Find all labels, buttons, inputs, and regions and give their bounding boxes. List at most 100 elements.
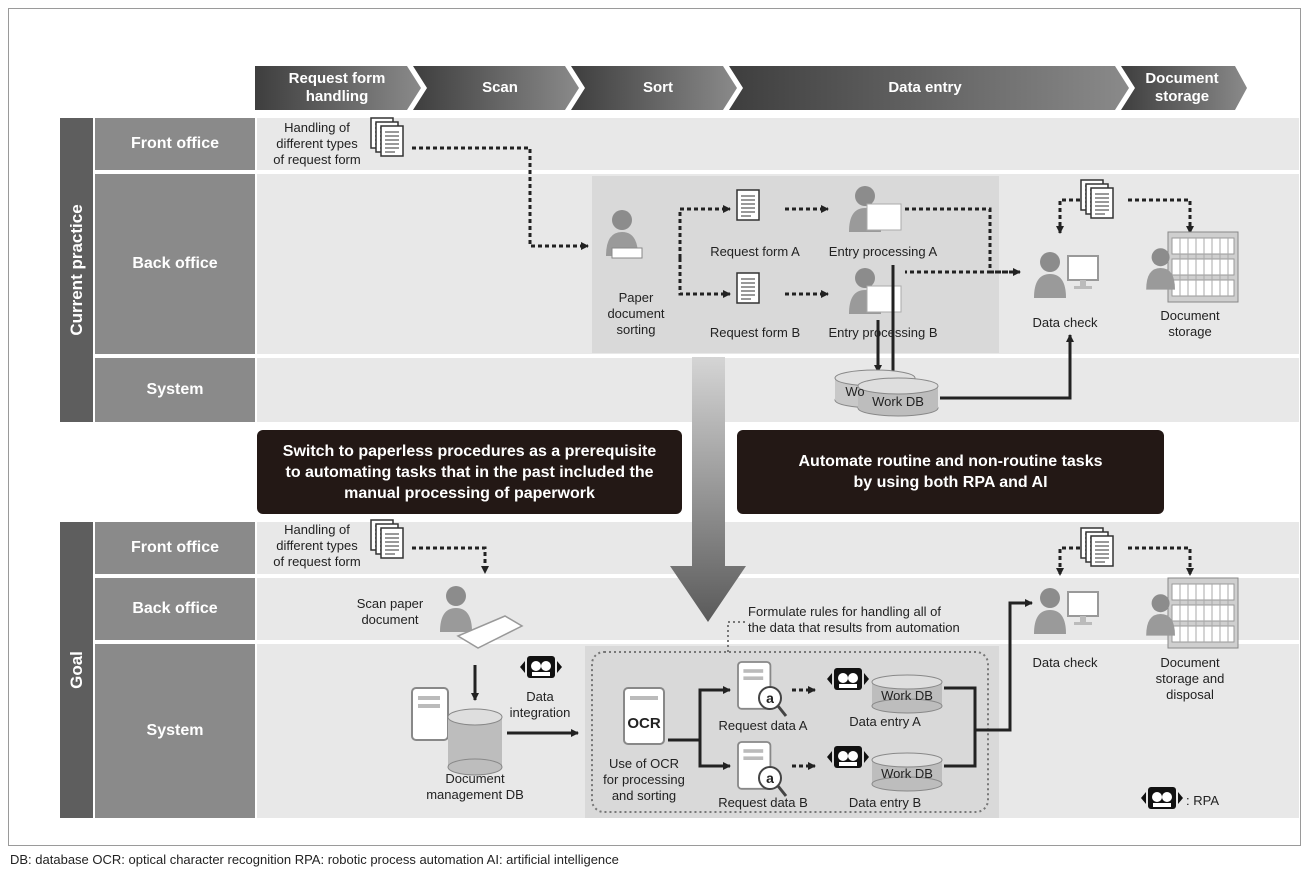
phase-sort: Sort <box>643 79 673 96</box>
rules-callout-line <box>727 621 745 652</box>
flow-goal-docs-to-storage <box>1128 546 1194 576</box>
scan-person-icon <box>440 586 472 632</box>
lane-system-current <box>257 358 1299 422</box>
goal-work-db-b-label: Work DB <box>881 766 933 781</box>
data-entry-b-label: Data entry B <box>848 795 922 810</box>
goal-check-document-stack-icon <box>1081 528 1113 566</box>
lane-label-system-goal: System <box>95 644 255 818</box>
request-data-a-icon <box>737 661 788 717</box>
lane-label-back-office-goal: Back office <box>95 578 255 640</box>
lane-back-office-goal <box>257 578 1299 640</box>
document-management-db-icon <box>447 708 503 776</box>
request-form-b-label: Request form B <box>709 325 801 340</box>
goal-work-db-a-label: Work DB <box>881 688 933 703</box>
entry-processing-a-label: Entry processing A <box>828 244 938 259</box>
phase-chevron-scan <box>413 66 579 110</box>
section-current-practice: Current practice <box>60 118 93 422</box>
rpa-legend-robot-icon <box>1141 787 1183 809</box>
rpa-entry-a-robot-icon <box>827 668 869 690</box>
phase-document-storage: Document storage <box>1145 70 1219 105</box>
message-rpa-ai: Automate routine and non-routine tasks b… <box>737 430 1164 514</box>
phase-data-entry: Data entry <box>888 79 962 96</box>
lane-front-office-current <box>257 118 1299 170</box>
flow-ocr-to-data-a <box>668 686 731 742</box>
data-entry-a-label: Data entry A <box>849 714 921 729</box>
lane-label-front-office-goal: Front office <box>95 522 255 574</box>
automation-rules-boundary <box>591 651 989 813</box>
magnifier-letter-b: a <box>766 770 774 786</box>
transition-arrow <box>670 357 746 622</box>
scan-paper-label: Scan paper document <box>356 596 424 627</box>
goal-document-stack-icon <box>371 520 403 558</box>
current-process-area <box>592 176 999 353</box>
phase-chevron-request <box>255 66 421 110</box>
phase-scan: Scan <box>482 79 518 96</box>
current-data-check-label: Data check <box>1032 315 1098 330</box>
document-stack-icon <box>371 118 403 156</box>
flow-sort-to-form-a <box>678 205 731 258</box>
flow-goal-docs-to-check <box>1056 546 1080 576</box>
lane-label-back-office-current: Back office <box>95 174 255 354</box>
message-paperless: Switch to paperless procedures as a prer… <box>257 430 682 514</box>
sorting-person-icon <box>606 210 643 259</box>
footnote: DB: database OCR: optical character reco… <box>10 852 619 867</box>
goal-data-check-person-icon <box>1034 588 1099 634</box>
data-integration-label: Data integration <box>509 689 571 720</box>
rpa-entry-b-robot-icon <box>827 746 869 768</box>
goal-work-db-b-icon <box>871 752 943 792</box>
flow-entry-to-check <box>905 207 1012 274</box>
doc-server-icon <box>411 687 449 741</box>
flow-goal-handling-to-scan <box>412 546 489 574</box>
request-form-a-icon <box>736 189 760 221</box>
entry-person-b-icon <box>849 268 902 314</box>
work-db-back-label: Wo <box>845 384 865 399</box>
request-form-b-icon <box>736 272 760 304</box>
document-management-db-label: Document management DB <box>426 771 524 802</box>
lane-label-front-office-current: Front office <box>95 118 255 170</box>
scanner-icon <box>456 615 524 649</box>
section-goal: Goal <box>60 522 93 818</box>
flow-db-to-check <box>940 334 1074 400</box>
ocr-server-icon <box>623 687 665 745</box>
lane-label-system-current: System <box>95 358 255 422</box>
work-db-icon <box>857 377 939 417</box>
document-storage-cabinet-icon <box>1146 231 1239 303</box>
data-check-person-icon <box>1034 252 1099 298</box>
flow-handling-to-sorting <box>412 146 589 250</box>
phase-request-form: Request form handling <box>288 70 386 105</box>
flow-docs-to-storage <box>1128 198 1194 234</box>
phase-chevron-sort <box>571 66 737 110</box>
request-data-b-icon <box>737 741 788 797</box>
request-form-a-label: Request form A <box>710 244 800 259</box>
request-data-a-label: Request data A <box>718 718 808 733</box>
rules-label: Formulate rules for handling all of the … <box>748 604 960 635</box>
entry-person-a-icon <box>849 186 902 232</box>
goal-storage-cabinet-icon <box>1146 577 1239 649</box>
goal-data-check-label: Data check <box>1032 655 1098 670</box>
flow-ocr-to-data-b <box>698 740 731 770</box>
goal-doc-storage-label: Document storage and disposal <box>1155 655 1225 702</box>
check-document-stack-icon <box>1081 180 1113 218</box>
ocr-description-label: Use of OCR for processing and sorting <box>603 756 685 803</box>
rpa-legend-label: : RPA <box>1186 793 1219 808</box>
ocr-icon-label: OCR <box>627 715 661 732</box>
request-data-b-label: Request data B <box>718 795 808 810</box>
work-db-label: Work DB <box>872 394 924 409</box>
flow-entries-to-check <box>975 599 1033 732</box>
entry-processing-b-label: Entry processing B <box>828 325 938 340</box>
magnifier-letter-a: a <box>766 690 774 706</box>
paper-sorting-label: Paper document sorting <box>607 290 665 337</box>
goal-work-db-a-icon <box>871 674 943 714</box>
phase-chevron-entry <box>729 66 1129 110</box>
current-doc-storage-label: Document storage <box>1160 308 1220 339</box>
flow-entries-merge <box>944 686 977 768</box>
rpa-integration-robot-icon <box>520 656 562 678</box>
current-handling-label: Handling of different types of request f… <box>273 120 361 167</box>
flow-sort-to-form-b <box>678 258 731 298</box>
goal-handling-label: Handling of different types of request f… <box>273 522 361 569</box>
lane-front-office-goal <box>257 522 1299 574</box>
phase-header <box>255 66 1247 110</box>
phase-chevron-storage <box>1121 66 1247 110</box>
flow-docs-to-check <box>1056 198 1080 234</box>
